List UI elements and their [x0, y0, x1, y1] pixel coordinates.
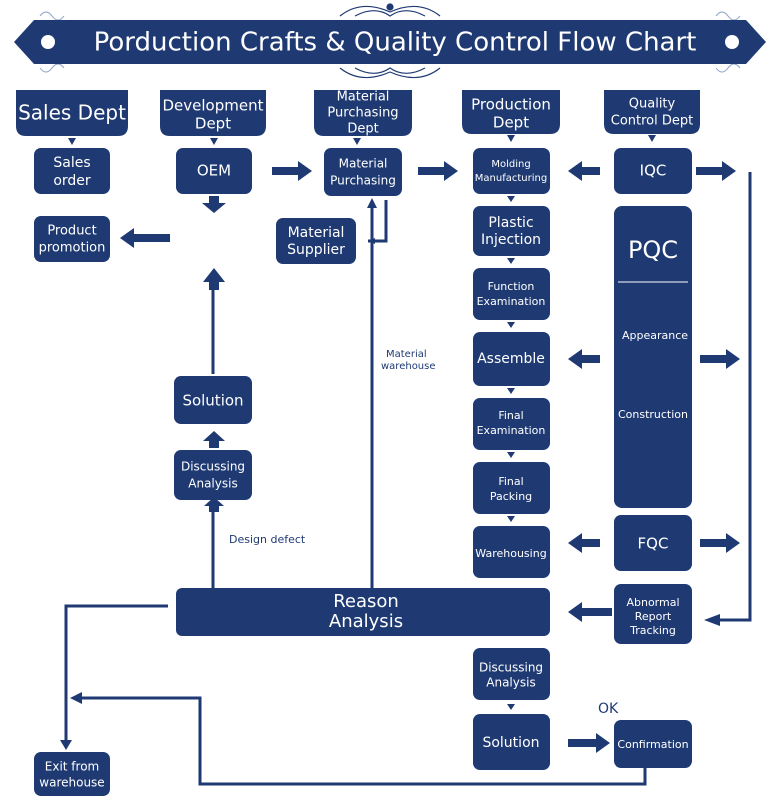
- node-reason-analysis: Reason Analysis: [176, 588, 550, 636]
- label-design-defect: Design defect: [229, 533, 306, 546]
- node-final-examination: Final Examination: [473, 398, 550, 450]
- node-product-promotion: Product promotion: [34, 216, 110, 262]
- label-ok: OK: [598, 701, 619, 717]
- node-warehousing: Warehousing: [473, 526, 550, 578]
- node-function-examination: Function Examination: [473, 268, 550, 320]
- node-pqc-label: PQC: [628, 236, 678, 264]
- header-purchasing-dept-line2: Purchasing: [327, 106, 398, 121]
- node-oem: OEM: [176, 148, 252, 194]
- header-purchasing-dept: Material Purchasing Dept: [314, 90, 412, 137]
- node-final-packing: Final Packing: [473, 462, 550, 514]
- header-production-dept-line2: Dept: [493, 114, 529, 132]
- banner-bullet-right: [725, 35, 739, 49]
- node-iqc: IQC: [614, 148, 692, 194]
- node-reason-analysis-line1: Reason: [333, 591, 399, 612]
- node-confirmation: Confirmation: [614, 720, 692, 768]
- node-product-promotion-line2: promotion: [39, 241, 106, 256]
- header-production-dept-line1: Production: [471, 96, 551, 114]
- header-sales-dept-label: Sales Dept: [18, 101, 126, 125]
- node-final-packing-line1: Final: [498, 475, 523, 488]
- node-exit-line2: warehouse: [39, 776, 104, 790]
- header-quality-dept-line1: Quality: [629, 97, 676, 112]
- label-material-warehouse-line1: Material: [386, 349, 427, 360]
- node-confirmation-label: Confirmation: [617, 738, 688, 751]
- node-molding-line1: Molding: [491, 159, 530, 170]
- corner-flourishes: [39, 11, 741, 73]
- node-material-supplier-line2: Supplier: [287, 242, 345, 258]
- header-quality-dept-line2: Control Dept: [611, 114, 693, 129]
- node-assemble: Assemble: [473, 332, 550, 386]
- node-discussing-left-line1: Discussing: [181, 460, 245, 474]
- header-quality-dept: Quality Control Dept: [604, 90, 700, 134]
- node-material-supplier-line1: Material: [288, 225, 345, 241]
- node-oem-label: OEM: [197, 162, 231, 180]
- node-abnormal-report-tracking: Abnormal Report Tracking: [614, 584, 692, 644]
- node-plastic-injection: Plastic Injection: [473, 206, 550, 256]
- node-solution-left-label: Solution: [182, 392, 243, 410]
- node-reason-analysis-line2: Analysis: [329, 611, 403, 632]
- node-discussing-bottom-line1: Discussing: [479, 661, 543, 675]
- node-molding-manufacturing: Molding Manufacturing: [473, 148, 550, 194]
- header-development-dept-line2: Dept: [195, 115, 231, 133]
- node-molding-line2: Manufacturing: [475, 173, 547, 184]
- node-assemble-label: Assemble: [477, 351, 545, 367]
- node-solution-bottom: Solution: [473, 714, 550, 770]
- node-plastic-injection-line2: Injection: [481, 232, 541, 248]
- banner-bullet-left: [41, 35, 55, 49]
- title-banner: [14, 20, 766, 64]
- node-iqc-label: IQC: [640, 162, 667, 180]
- node-final-packing-line2: Packing: [490, 490, 532, 503]
- node-exit-line1: Exit from: [45, 760, 99, 774]
- node-sales-order-line1: Sales: [53, 155, 90, 171]
- node-material-purchasing-line1: Material: [339, 157, 388, 171]
- node-material-purchasing: Material Purchasing: [324, 148, 402, 196]
- node-function-exam-line1: Function: [488, 280, 535, 293]
- arrows: [60, 135, 740, 753]
- title-ornament-top: [339, 3, 441, 17]
- node-pqc-construction: Construction: [618, 408, 688, 421]
- node-abnormal-line3: Tracking: [629, 624, 676, 637]
- node-discussing-bottom-line2: Analysis: [486, 676, 535, 690]
- header-purchasing-dept-line3: Dept: [347, 122, 378, 137]
- header-development-dept: Development Dept: [160, 90, 266, 136]
- node-fqc: FQC: [614, 515, 692, 571]
- node-solution-left: Solution: [174, 376, 252, 424]
- node-pqc-appearance: Appearance: [622, 329, 688, 342]
- title-ornament-bottom: [339, 67, 441, 79]
- node-function-exam-line2: Examination: [477, 295, 546, 308]
- node-material-purchasing-line2: Purchasing: [330, 174, 396, 188]
- node-product-promotion-line1: Product: [47, 224, 96, 239]
- node-pqc: PQC Appearance Construction: [614, 206, 692, 508]
- header-purchasing-dept-line1: Material: [337, 90, 390, 105]
- node-plastic-injection-line1: Plastic: [488, 215, 533, 231]
- node-exit-from-warehouse: Exit from warehouse: [34, 752, 110, 796]
- node-warehousing-label: Warehousing: [475, 547, 546, 560]
- page-title: Porduction Crafts & Quality Control Flow…: [94, 28, 697, 58]
- header-development-dept-line1: Development: [163, 97, 264, 115]
- node-material-supplier: Material Supplier: [276, 218, 356, 264]
- node-discussing-left: Discussing Analysis: [174, 450, 252, 500]
- node-discussing-bottom: Discussing Analysis: [473, 648, 550, 700]
- label-material-warehouse-line2: warehouse: [381, 361, 436, 372]
- node-sales-order: Sales order: [34, 148, 110, 194]
- node-abnormal-line1: Abnormal: [626, 596, 679, 609]
- node-fqc-label: FQC: [638, 535, 669, 553]
- connector-lines: [64, 172, 752, 786]
- node-final-exam-line2: Examination: [477, 424, 546, 437]
- node-final-exam-line1: Final: [498, 409, 523, 422]
- header-sales-dept: Sales Dept: [16, 90, 128, 136]
- node-solution-bottom-label: Solution: [482, 735, 539, 751]
- node-abnormal-line2: Report: [635, 610, 672, 623]
- header-production-dept: Production Dept: [462, 90, 560, 134]
- node-discussing-left-line2: Analysis: [188, 477, 237, 491]
- node-sales-order-line2: order: [53, 173, 91, 189]
